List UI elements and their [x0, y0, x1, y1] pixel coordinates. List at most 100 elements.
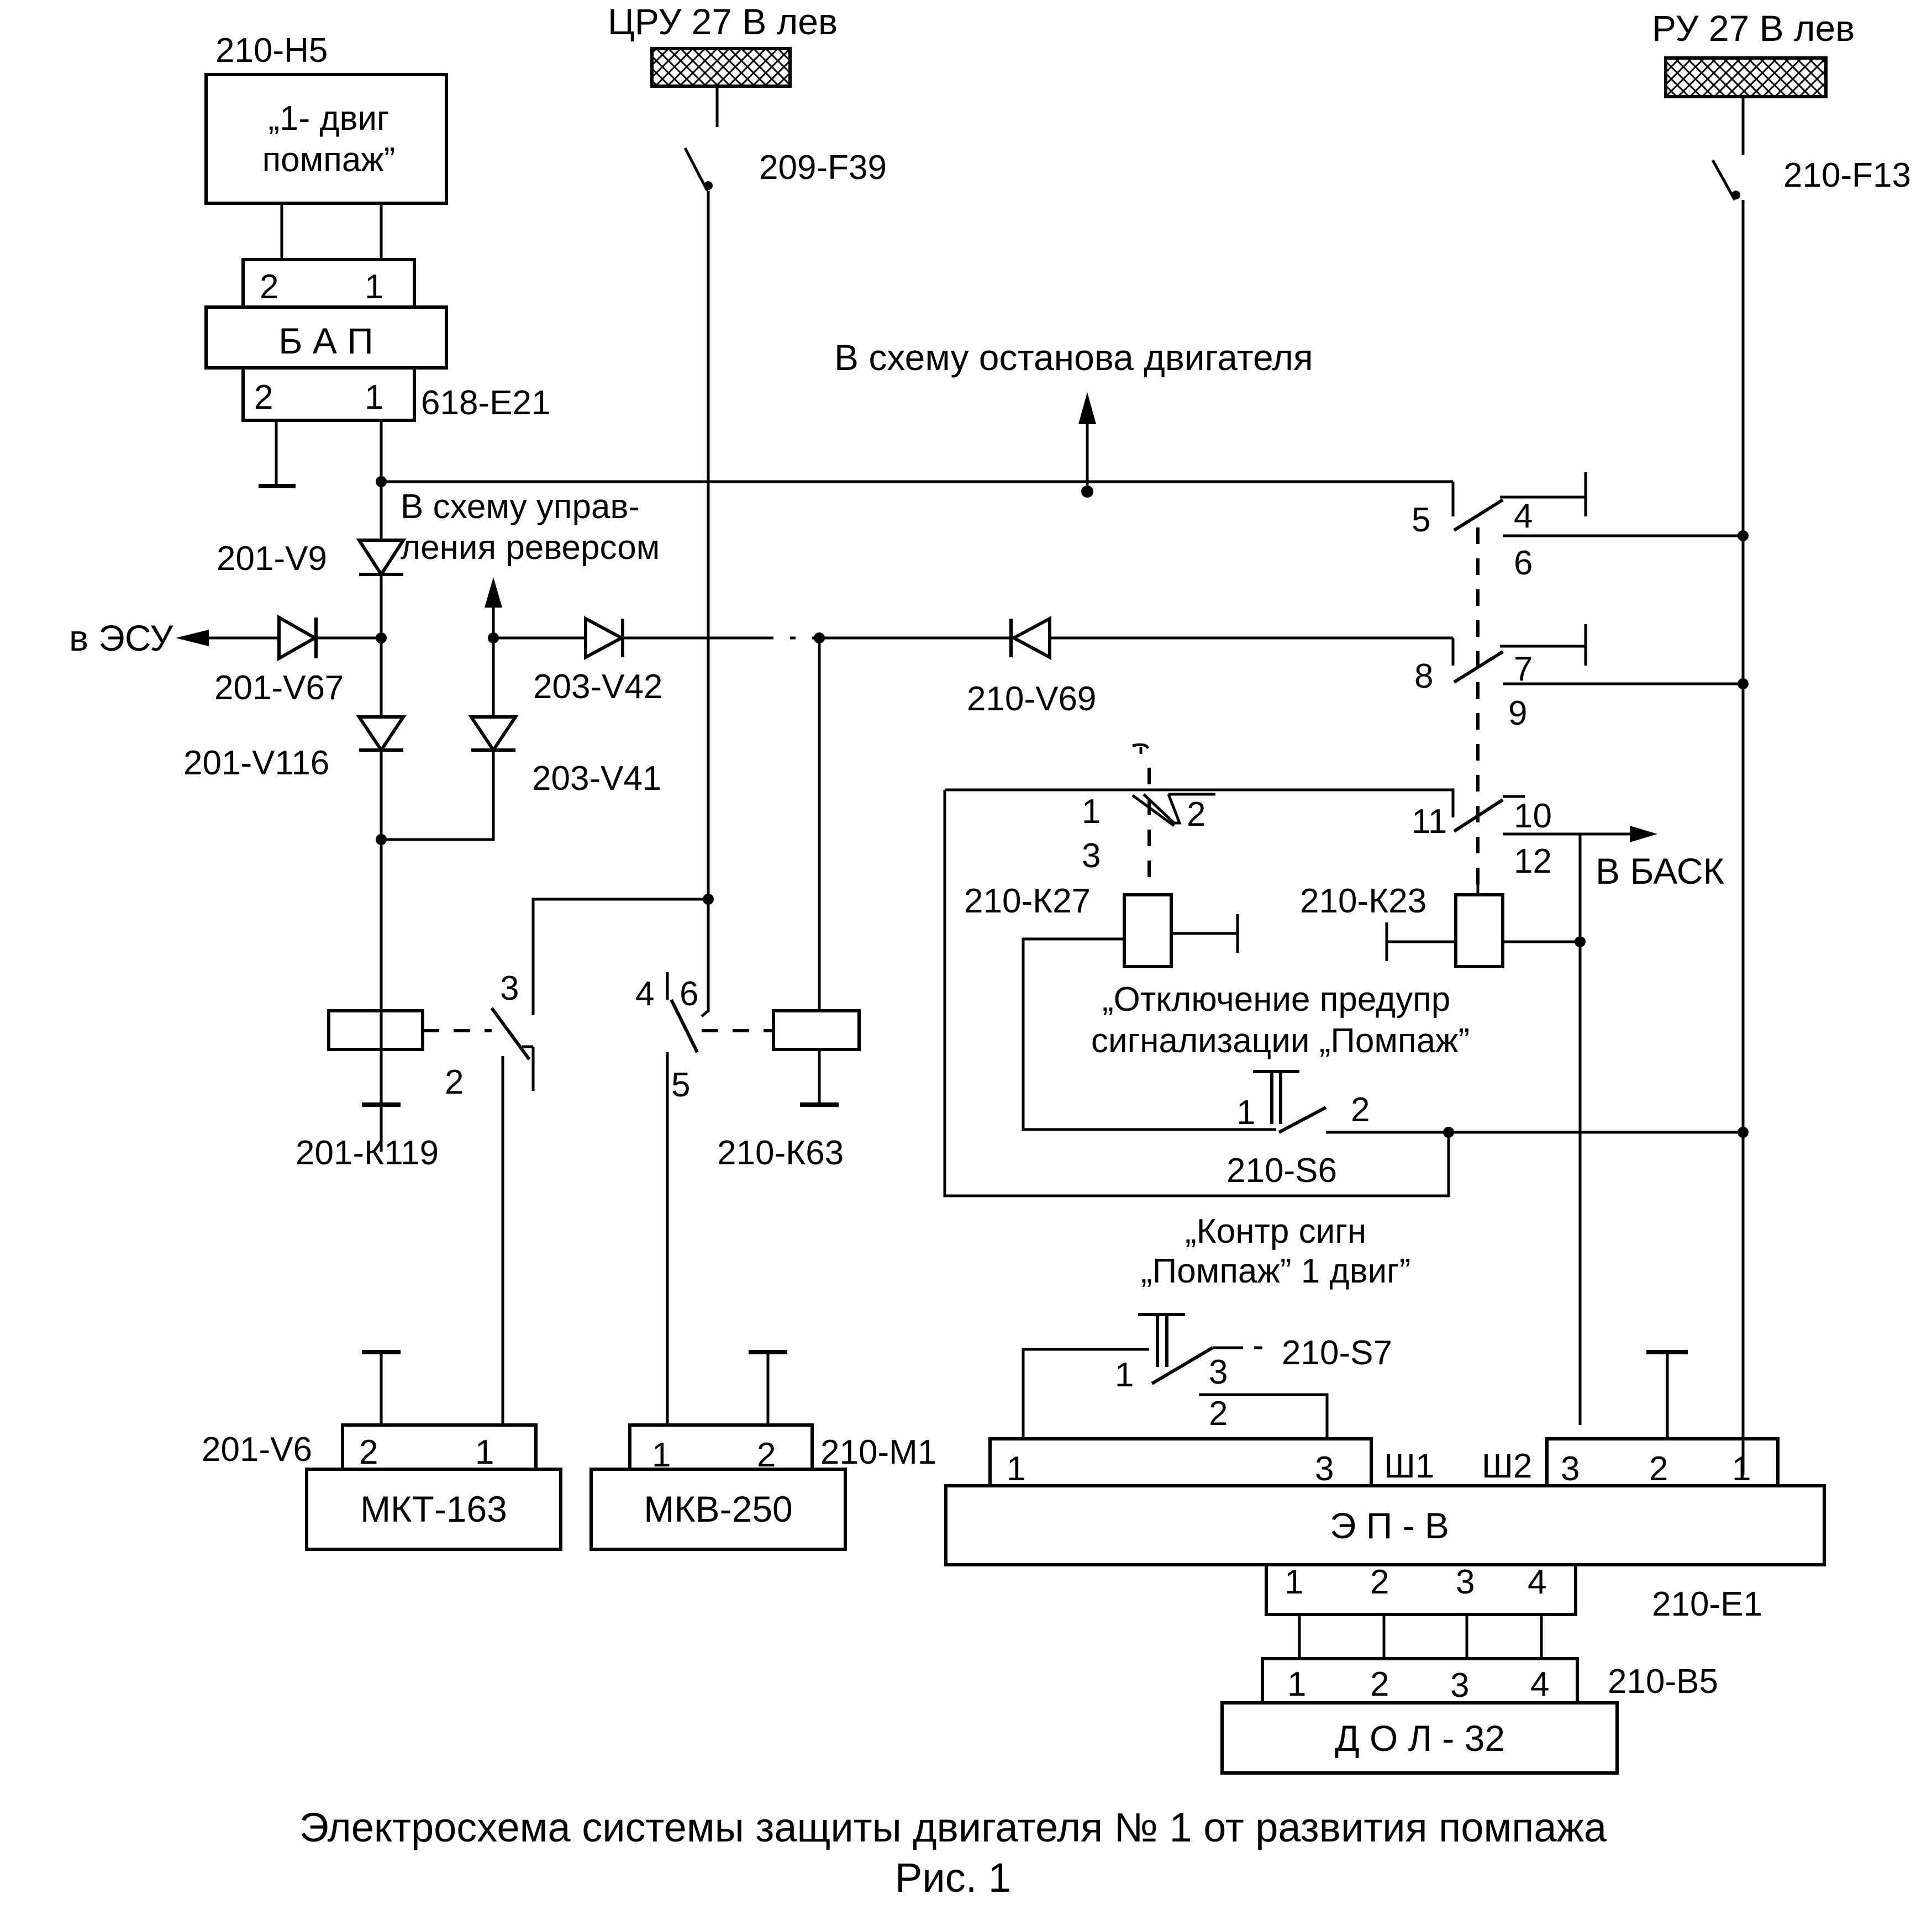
k23-contact-7: 7 [1514, 650, 1533, 688]
k23-contact-11: 11 [1412, 803, 1447, 841]
ep-v-block: 1 3 Ш1 Ш2 3 2 1 Э П - В 1 2 3 4 210-E1 [944, 1350, 1826, 1659]
k63-contact-5: 5 [671, 1066, 690, 1104]
dol-pin-3: 3 [1450, 1666, 1469, 1705]
esu-branch: в ЭСУ 201-V67 [69, 614, 387, 707]
lamp-text-2: помпаж” [262, 141, 396, 179]
relay-210-k23: 210-К23 [1300, 879, 1580, 968]
e1-id: 210-E1 [1652, 1585, 1762, 1623]
relay-k119-label: 201-К119 [296, 1134, 439, 1172]
sensor-mkv-250: 1 2 210-M1 МКВ-250 [589, 1350, 936, 1551]
breaker-right-label: 210-F13 [1783, 156, 1911, 194]
breaker-left-label: 209-F39 [759, 149, 887, 187]
dol-32-block: 1 2 3 4 210-B5 Д О Л - 32 [1220, 1657, 1718, 1775]
reverse-control-arrow: В схему управ- ления реверсом [401, 488, 660, 638]
left-bus-bar [650, 47, 792, 88]
e1-pin-1: 1 [1285, 1563, 1303, 1601]
s7-caption-1: „Контр сигн [1185, 1212, 1366, 1250]
k27-contact-1: 1 [1082, 793, 1101, 831]
surge-lamp-210-h5: 210-H5 „1- двиг помпаж” [204, 31, 448, 260]
sh1-pin-3: 3 [1315, 1450, 1334, 1488]
s6-caption-2: сигнализации „Помпаж” [1091, 1022, 1470, 1060]
diode-v67-label: 201-V67 [214, 669, 344, 707]
sh2-label: Ш2 [1482, 1447, 1532, 1485]
figure-number: Рис. 1 [895, 1855, 1011, 1901]
k27-contact-2: 2 [1187, 795, 1205, 833]
dol-pin-1: 1 [1287, 1665, 1306, 1703]
bap-block: 2 1 Б А П 2 1 618-E21 [204, 258, 550, 1152]
reverse-label-1: В схему управ- [401, 488, 640, 526]
s7-pin-3: 3 [1209, 1353, 1228, 1391]
sh1-label: Ш1 [1384, 1447, 1434, 1485]
diode-v69-label: 210-V69 [967, 680, 1096, 718]
switch-210-s6: „Отключение предупр сигнализации „Помпаж… [943, 790, 1743, 1197]
bap-top-pin-1: 1 [365, 268, 383, 306]
s7-caption-2: „Помпаж” 1 двиг” [1141, 1252, 1410, 1290]
s7-id: 210-S7 [1282, 1334, 1392, 1372]
left-power-bus: ЦРУ 27 В лев [608, 1, 838, 88]
s6-pin-2: 2 [1351, 1091, 1370, 1129]
relay-k27-label: 210-К27 [964, 882, 1091, 920]
diode-v42-label: 203-V42 [533, 668, 662, 706]
switch-210-s7: „Контр сигн „Помпаж” 1 двиг” 1 3 2 210-S… [1022, 1212, 1410, 1439]
mkt-pin-1: 1 [475, 1433, 494, 1471]
dol-pin-4: 4 [1530, 1665, 1549, 1703]
k23-contact-5: 5 [1412, 501, 1430, 539]
k23-contact-8: 8 [1414, 657, 1433, 695]
e1-pin-3: 3 [1456, 1563, 1475, 1601]
dol-name: Д О Л - 32 [1335, 1718, 1505, 1759]
dol-id: 210-B5 [1608, 1663, 1718, 1701]
k23-contact-4: 4 [1514, 497, 1533, 535]
k63-contact-6: 6 [680, 975, 698, 1013]
diode-201-v9: 201-V9 [217, 539, 407, 578]
bask-arrow-label: В БАСК [1596, 851, 1724, 891]
e1-pin-4: 4 [1528, 1563, 1546, 1601]
relay-k63-label: 210-К63 [717, 1134, 844, 1172]
bap-id: 618-E21 [421, 384, 550, 422]
diagram-title: Электросхема системы защиты двигателя № … [299, 1804, 1607, 1850]
diode-203-v41: 203-V41 [376, 632, 661, 845]
engine-stop-arrow-label: В схему останова двигателя [834, 337, 1313, 378]
k23-contact-10: 10 [1514, 797, 1552, 835]
relay-k23-label: 210-К23 [1300, 882, 1426, 920]
k23-contact-group-2: 8 7 9 [1414, 624, 1743, 732]
diode-v41-label: 203-V41 [532, 759, 661, 798]
relay-210-k27: 1 2 3 210-К27 [964, 743, 1276, 1131]
k23-contact-12: 12 [1514, 842, 1552, 880]
k119-contact-2: 2 [445, 1063, 464, 1101]
sh2-pin-2: 2 [1649, 1450, 1668, 1488]
k119-contact-3: 3 [500, 969, 519, 1007]
mkt-id: 201-V6 [202, 1431, 312, 1469]
bap-bottom-pin-2: 2 [254, 378, 273, 416]
lamp-id: 210-H5 [215, 31, 328, 70]
right-bus-bar [1664, 56, 1828, 98]
mkv-name: МКВ-250 [644, 1489, 793, 1529]
breaker-209-f39: 209-F39 [683, 86, 887, 192]
sh2-pin-1: 1 [1732, 1450, 1751, 1488]
k23-contact-9: 9 [1508, 694, 1527, 732]
right-27v-feed [1738, 200, 1749, 1475]
diode-v9-label: 201-V9 [217, 540, 327, 578]
k23-contact-group-1: 5 4 6 [1412, 472, 1743, 582]
diode-v116-label: 201-V116 [183, 744, 329, 782]
diode-210-v69: 210-V69 [967, 615, 1453, 718]
relay-201-k119: 3 2 201-К119 [296, 969, 535, 1425]
diode-203-v42: 203-V42 [493, 615, 1011, 706]
left-27v-feed [531, 191, 714, 1017]
right-bus-label: РУ 27 В лев [1652, 8, 1855, 49]
bap-name: Б А П [278, 320, 373, 361]
mkt-name: МКТ-163 [360, 1489, 507, 1529]
esu-arrow-label: в ЭСУ [69, 618, 173, 658]
k63-contact-4: 4 [635, 975, 654, 1013]
k23-contact-6: 6 [1514, 544, 1533, 582]
diode-201-v116: 201-V116 [183, 715, 407, 782]
mkt-pin-2: 2 [359, 1433, 378, 1471]
mkv-id: 210-M1 [820, 1433, 936, 1471]
bap-top-pin-2: 2 [260, 268, 278, 306]
dol-pin-2: 2 [1370, 1665, 1389, 1703]
right-power-bus: РУ 27 В лев [1652, 8, 1855, 98]
lamp-text-1: „1- двиг [268, 99, 389, 138]
breaker-210-f13: 210-F13 [1711, 97, 1911, 201]
k27-contact-3: 3 [1082, 837, 1101, 875]
k23-contact-group-3: 11 10 12 В БАСК [945, 788, 1724, 1425]
